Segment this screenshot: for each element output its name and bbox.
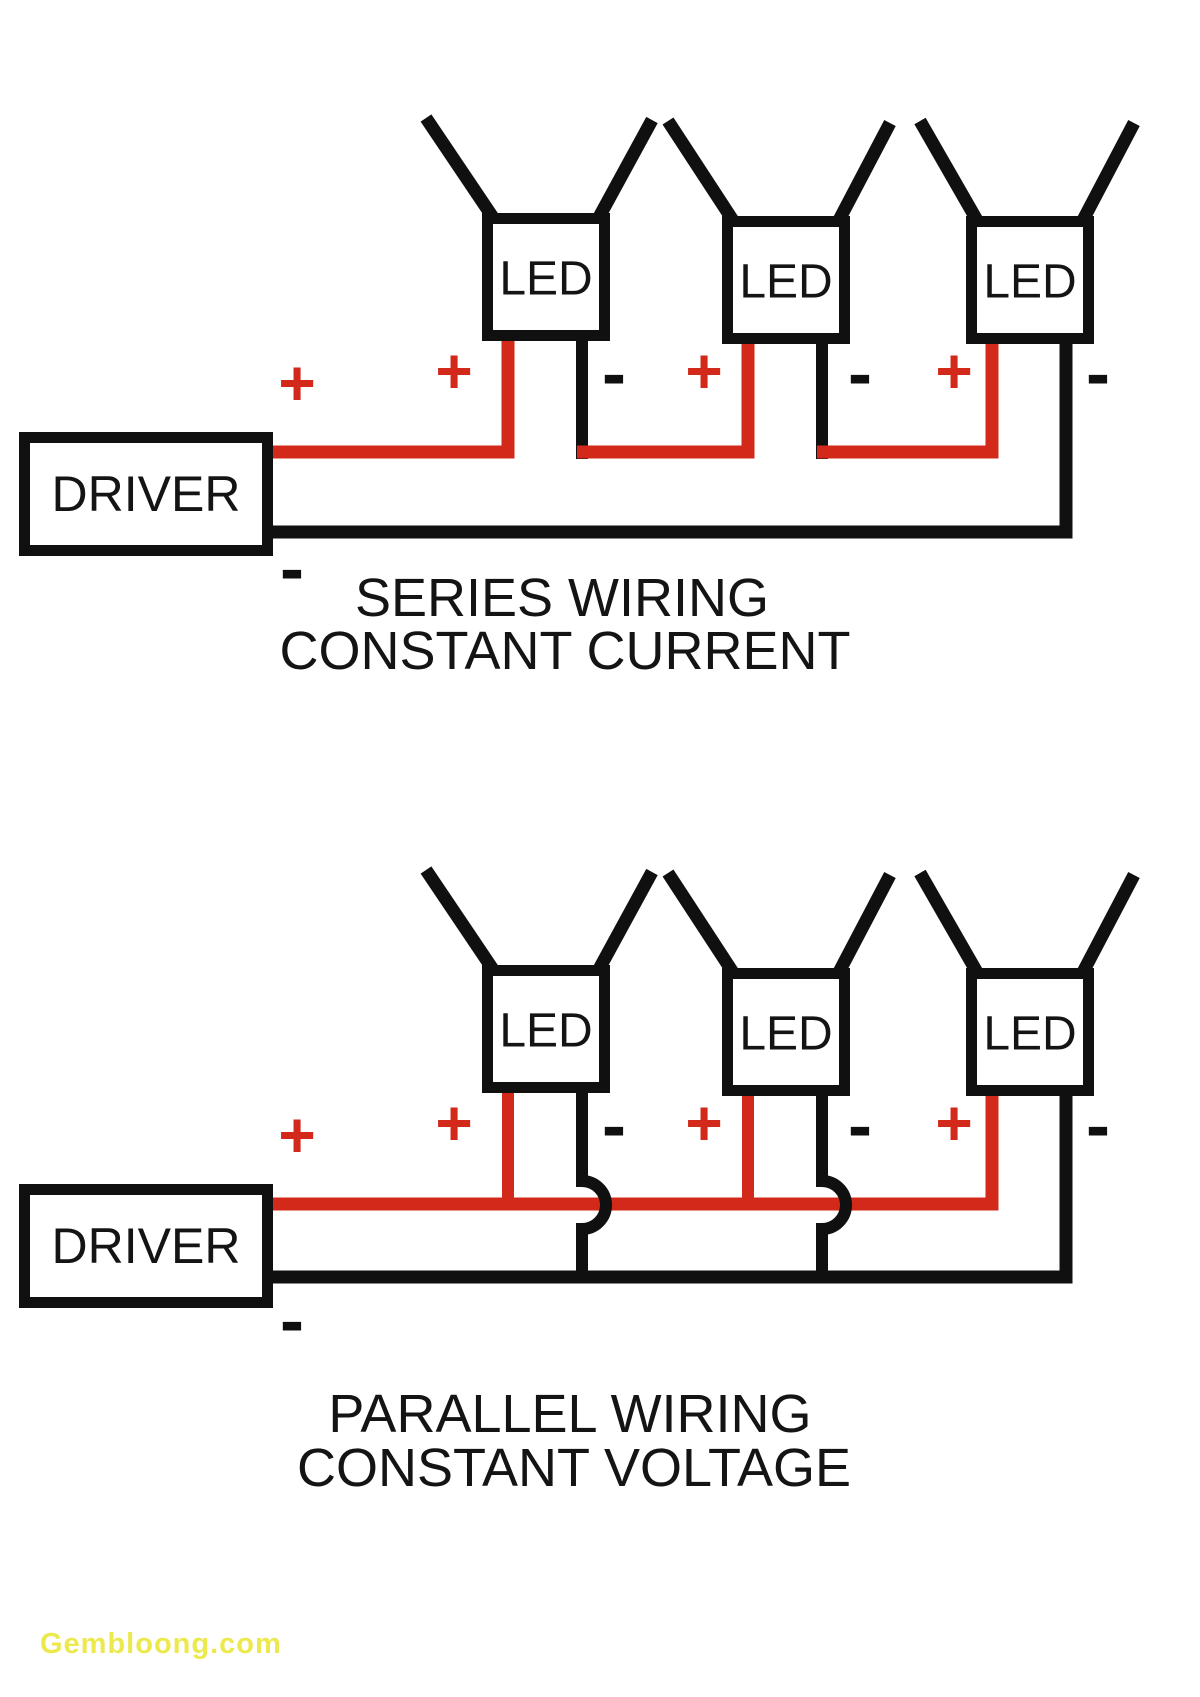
led1-label: LED <box>499 253 592 306</box>
driver-box <box>19 432 273 556</box>
plus-symbol: + <box>435 335 472 407</box>
led3-wire-left-icon <box>914 117 984 226</box>
series-caption-line1: SERIES WIRING <box>355 568 769 628</box>
series-caption-line2: CONSTANT CURRENT <box>279 621 850 681</box>
negative-return-wire <box>273 339 1073 539</box>
led3-box <box>966 968 1094 1096</box>
led-unit: LED <box>914 869 1140 1096</box>
plus-symbol: + <box>278 1099 315 1171</box>
positive-bus-wire <box>273 1090 999 1211</box>
plus-symbol: + <box>685 1087 722 1159</box>
series-diagram: DRIVER LED LED LED + + - + - + - <box>19 114 1140 681</box>
led2-negative-hop-wire <box>816 1091 852 1277</box>
led2-box <box>722 968 850 1096</box>
driver-label: DRIVER <box>52 1218 241 1274</box>
led2-wire-right-icon <box>832 119 896 226</box>
minus-symbol: - <box>280 529 304 609</box>
led1-to-led2-wire <box>577 341 755 459</box>
led2-label: LED <box>739 256 832 309</box>
minus-symbol: - <box>602 1086 626 1166</box>
driver-unit: DRIVER <box>19 432 273 556</box>
led3-wire-right-icon <box>1076 119 1140 226</box>
led-unit: LED <box>420 114 658 341</box>
led1-negative-hop-wire <box>576 1088 612 1277</box>
led1-wire-left-icon <box>420 114 500 223</box>
led3-label: LED <box>983 1008 1076 1061</box>
plus-symbol: + <box>278 347 315 419</box>
led2-wire-left-icon <box>662 117 740 226</box>
minus-symbol: - <box>848 334 872 414</box>
led2-wire-left-icon <box>662 869 740 978</box>
minus-symbol: - <box>280 1281 304 1361</box>
plus-symbol: + <box>685 335 722 407</box>
driver-box <box>19 1184 273 1308</box>
led2-label: LED <box>739 1008 832 1061</box>
led2-wire-right-icon <box>832 871 896 978</box>
led1-wire-right-icon <box>592 868 658 975</box>
led1-box <box>482 213 610 341</box>
parallel-diagram: DRIVER LED LED LED + + - + - + - <box>19 866 1140 1498</box>
plus-symbol: + <box>435 1087 472 1159</box>
led3-wire-right-icon <box>1076 871 1140 978</box>
led1-label: LED <box>499 1005 592 1058</box>
led-unit: LED <box>662 869 896 1096</box>
led1-wire-right-icon <box>592 116 658 223</box>
parallel-caption-line1: PARALLEL WIRING <box>328 1384 811 1444</box>
led-unit: LED <box>420 866 658 1093</box>
minus-symbol: - <box>602 334 626 414</box>
parallel-caption-line2: CONSTANT VOLTAGE <box>297 1438 851 1498</box>
driver-positive-wire <box>273 338 515 459</box>
led3-box <box>966 216 1094 344</box>
watermark: Gembloong.com <box>40 1628 282 1660</box>
plus-symbol: + <box>935 335 972 407</box>
plus-symbol: + <box>935 1087 972 1159</box>
negative-bus-wire <box>273 1091 1073 1284</box>
led1-wire-left-icon <box>420 866 500 975</box>
driver-label: DRIVER <box>52 466 241 522</box>
led2-to-led3-wire <box>817 341 999 459</box>
minus-symbol: - <box>848 1086 872 1166</box>
led3-wire-left-icon <box>914 869 984 978</box>
minus-symbol: - <box>1086 1086 1110 1166</box>
driver-unit: DRIVER <box>19 1184 273 1308</box>
minus-symbol: - <box>1086 334 1110 414</box>
led-unit: LED <box>914 117 1140 344</box>
led3-label: LED <box>983 256 1076 309</box>
led1-box <box>482 965 610 1093</box>
led-unit: LED <box>662 117 896 344</box>
led2-box <box>722 216 850 344</box>
